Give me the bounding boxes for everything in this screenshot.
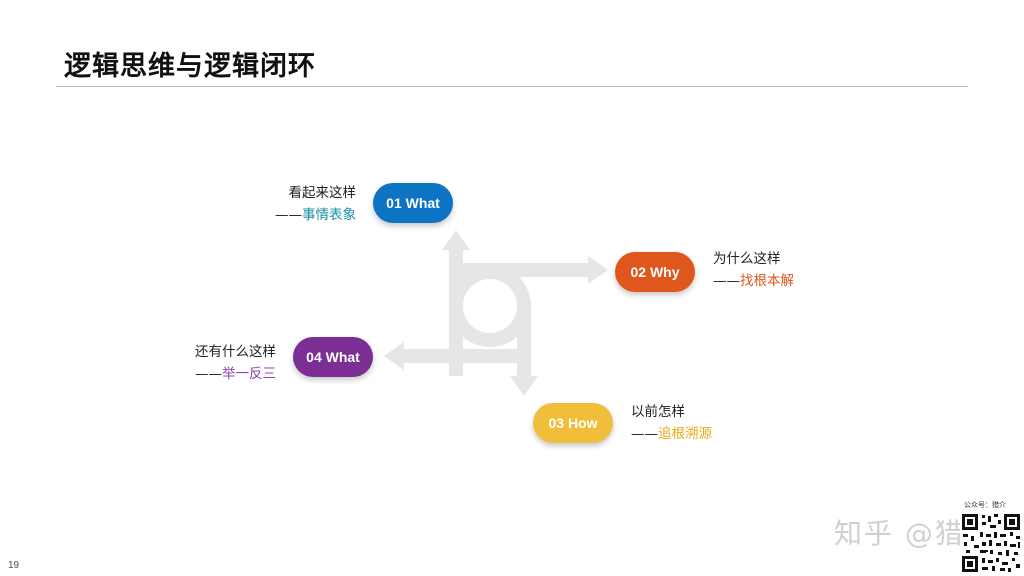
step-02-answer: 找根本解 — [740, 273, 794, 289]
step-01-dash: —— — [275, 207, 302, 223]
step-02-question: 为什么这样 — [713, 251, 781, 267]
step-01-answer: 事情表象 — [302, 207, 356, 223]
zhihu-watermark: 知乎 @猎 — [834, 517, 965, 550]
step-03-how-pill[interactable]: 03 How — [533, 403, 613, 443]
step-04-what-pill[interactable]: 04 What — [293, 337, 373, 377]
step-04-answer: 举一反三 — [222, 366, 276, 382]
step-01-what-pill[interactable]: 01 What — [373, 183, 453, 223]
qr-code-icon — [960, 512, 1022, 574]
step-03-question: 以前怎样 — [631, 404, 685, 420]
step-02-dash: —— — [713, 273, 740, 289]
title-divider — [56, 86, 968, 87]
step-03-dash: —— — [631, 426, 658, 442]
step-04-question: 还有什么这样 — [195, 344, 276, 360]
step-01-question: 看起来这样 — [288, 185, 357, 201]
cycle-arrows-graphic — [384, 230, 608, 396]
step-04-dash: —— — [195, 366, 222, 382]
step-04-label: 还有什么这样 ——举一反三 — [160, 341, 276, 385]
step-03-label: 以前怎样 ——追根溯源 — [631, 401, 751, 445]
step-03-answer: 追根溯源 — [658, 426, 712, 442]
page-number: 19 — [8, 560, 20, 571]
step-02-label: 为什么这样 ——找根本解 — [713, 248, 833, 292]
qr-caption: 公众号：猎介 — [964, 501, 1006, 509]
step-02-why-pill[interactable]: 02 Why — [615, 252, 695, 292]
step-01-label: 看起来这样 ——事情表象 — [240, 182, 356, 226]
page-title: 逻辑思维与逻辑闭环 — [64, 51, 316, 82]
